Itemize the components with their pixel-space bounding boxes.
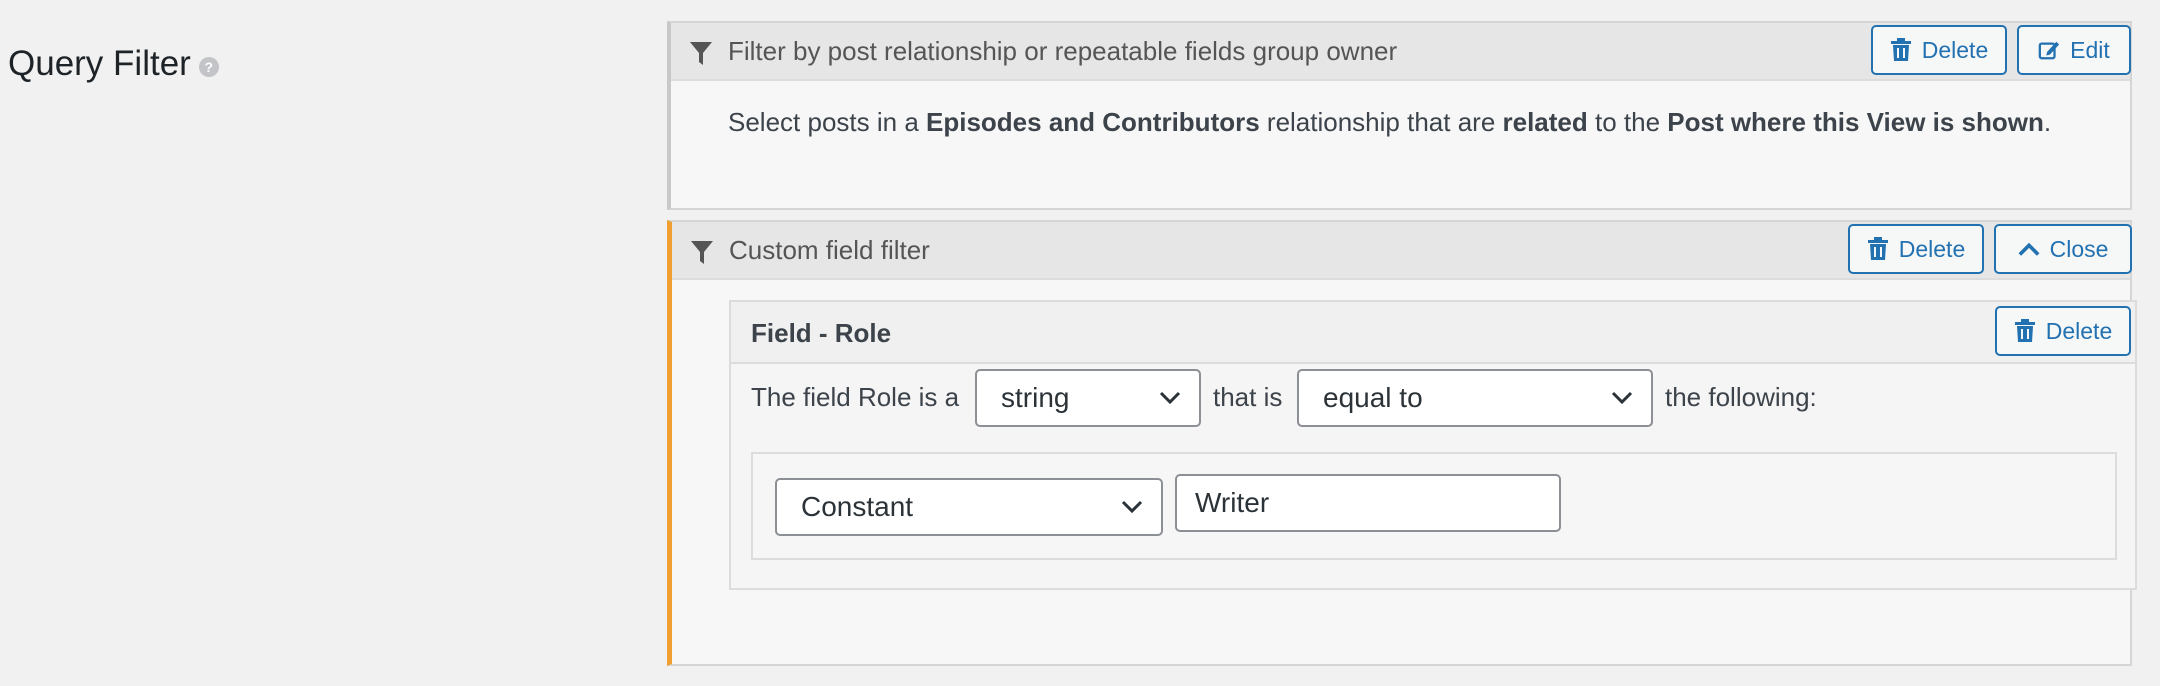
- field-type-select[interactable]: string: [975, 369, 1201, 427]
- field-value-area: Constant Writer: [751, 452, 2117, 560]
- field-role-title: Field - Role: [751, 318, 892, 348]
- custom-field-filter-close-button[interactable]: Close: [1994, 224, 2132, 274]
- custom-field-filter-title: Custom field filter: [729, 234, 930, 265]
- value-source-select[interactable]: Constant: [775, 478, 1163, 536]
- trash-icon: [1867, 237, 1888, 260]
- trash-icon: [1890, 38, 1911, 61]
- desc-text: Select posts in a: [728, 107, 926, 137]
- relationship-filter-header: Filter by post relationship or repeatabl…: [671, 23, 2131, 81]
- close-label: Close: [2049, 235, 2109, 262]
- chevron-down-icon: [1611, 391, 1633, 405]
- value-source-value: Constant: [801, 491, 914, 522]
- field-type-value: string: [1001, 382, 1070, 413]
- field-role-middle: that is: [1213, 382, 1283, 412]
- delete-label: Delete: [1921, 36, 1989, 63]
- relationship-filter-delete-button[interactable]: Delete: [1871, 25, 2007, 75]
- field-role-suffix: the following:: [1665, 382, 1817, 412]
- relationship-filter-description: Select posts in a Episodes and Contribut…: [728, 103, 2088, 142]
- edit-icon: [2038, 41, 2060, 60]
- relationship-filter-edit-button[interactable]: Edit: [2017, 25, 2131, 75]
- page-title: Query Filter: [8, 44, 191, 83]
- relationship-filter-title: Filter by post relationship or repeatabl…: [728, 35, 1398, 66]
- chevron-up-icon: [2018, 242, 2040, 256]
- funnel-icon: [690, 42, 712, 65]
- trash-icon: [2014, 319, 2035, 342]
- query-filter-heading: Query Filter ?: [8, 44, 219, 84]
- desc-related: related: [1502, 107, 1588, 137]
- desc-relationship-name: Episodes and Contributors: [926, 107, 1260, 137]
- chevron-down-icon: [1159, 391, 1181, 405]
- desc-post-target: Post where this View is shown: [1667, 107, 2044, 137]
- desc-text: to the: [1587, 107, 1668, 137]
- relationship-filter-panel: Filter by post relationship or repeatabl…: [667, 21, 2132, 210]
- funnel-icon: [691, 241, 713, 264]
- help-icon[interactable]: ?: [198, 57, 219, 77]
- custom-field-filter-header: Custom field filter Delete Close: [672, 222, 2132, 280]
- value-input-text: Writer: [1195, 487, 1270, 518]
- field-role-header: Field - Role Delete: [731, 302, 2135, 364]
- desc-text: relationship that are: [1259, 107, 1503, 137]
- edit-label: Edit: [2070, 36, 2110, 63]
- field-operator-value: equal to: [1323, 382, 1423, 413]
- value-input[interactable]: Writer: [1175, 474, 1561, 532]
- field-role-prefix: The field Role is a: [751, 382, 960, 412]
- chevron-down-icon: [1121, 500, 1143, 514]
- field-role-delete-button[interactable]: Delete: [1995, 306, 2131, 356]
- delete-label: Delete: [2045, 317, 2113, 344]
- desc-text: .: [2043, 107, 2052, 137]
- custom-field-filter-panel: Custom field filter Delete Close Field -…: [667, 220, 2137, 666]
- field-operator-select[interactable]: equal to: [1297, 369, 1653, 427]
- custom-field-filter-delete-button[interactable]: Delete: [1848, 224, 1984, 274]
- field-role-box: Field - Role Delete The field Role is a …: [729, 300, 2137, 590]
- delete-label: Delete: [1898, 235, 1966, 262]
